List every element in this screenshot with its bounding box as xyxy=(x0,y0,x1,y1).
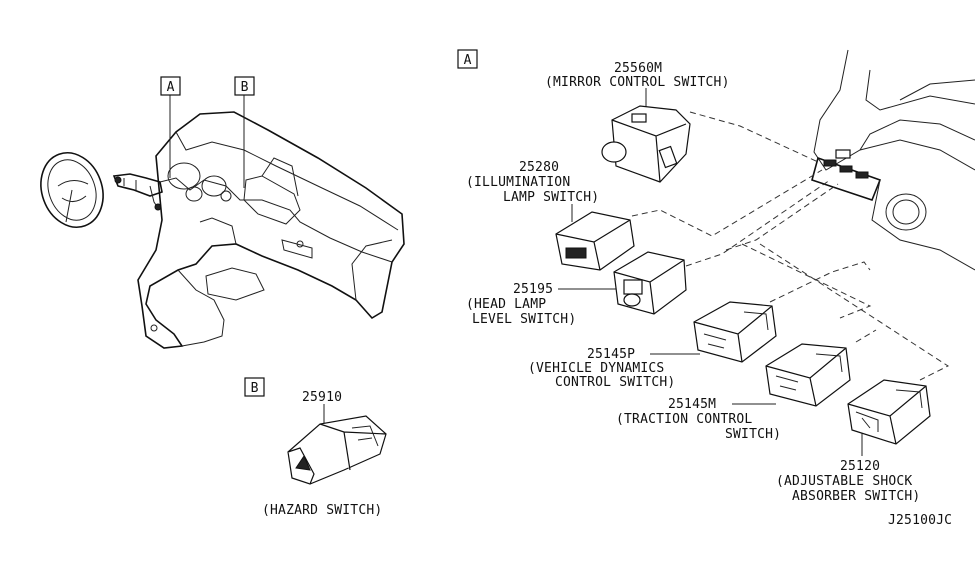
combination-switch-drawing xyxy=(112,173,163,211)
leader-dashed-lines xyxy=(631,111,950,381)
ref-box-a-top-label: A xyxy=(167,80,175,95)
traction-description-line1: (TRACTION CONTROL xyxy=(616,412,752,427)
mirror-description: (MIRROR CONTROL SWITCH) xyxy=(545,75,730,90)
dashboard-corner-drawing xyxy=(811,49,975,271)
headlamp-description-line2: LEVEL SWITCH) xyxy=(472,312,576,327)
ref-box-a-top xyxy=(160,76,181,96)
headlamp-description-line1: (HEAD LAMP xyxy=(466,297,546,312)
ref-box-b-section xyxy=(244,377,265,397)
illumination-description-line1: (ILLUMINATION xyxy=(466,175,570,190)
vehicle-dynamics-control-switch-drawing xyxy=(693,301,777,363)
instrument-panel-drawing xyxy=(137,94,405,349)
adjustable-shock-absorber-switch-drawing xyxy=(847,379,931,445)
diagram-code: J25100JC xyxy=(888,513,952,528)
illumination-description-line2: LAMP SWITCH) xyxy=(503,190,599,205)
section-b-hazard: B 25910 (HAZARD SWITCH) xyxy=(244,377,387,518)
section-a-console-switches: A 25560M (MIRR xyxy=(457,49,975,528)
illumination-part-number: 25280 xyxy=(519,160,559,175)
vdc-part-number: 25145P xyxy=(587,347,635,362)
ref-box-b-top-label: B xyxy=(241,80,249,95)
ref-box-b-top xyxy=(234,76,255,96)
ref-box-a-section xyxy=(457,49,478,69)
traction-description-line2: SWITCH) xyxy=(725,427,781,442)
hazard-switch-drawing xyxy=(287,415,387,485)
hazard-description: (HAZARD SWITCH) xyxy=(262,503,382,518)
ref-box-a-section-label: A xyxy=(464,53,472,68)
ref-box-b-section-label: B xyxy=(251,381,259,396)
mirror-part-number: 25560M xyxy=(614,61,662,76)
mirror-control-switch-drawing xyxy=(601,105,691,183)
shock-description-line2: ABSORBER SWITCH) xyxy=(792,489,920,504)
head-lamp-level-switch-drawing xyxy=(613,251,687,315)
shock-description-line1: (ADJUSTABLE SHOCK xyxy=(776,474,912,489)
hazard-part-number: 25910 xyxy=(302,390,342,405)
traction-part-number: 25145M xyxy=(668,397,716,412)
illumination-lamp-switch-drawing xyxy=(555,211,635,271)
steering-wheel-drawing xyxy=(40,152,104,228)
dashboard-overview-illustration: A B xyxy=(40,76,405,349)
shock-part-number: 25120 xyxy=(840,459,880,474)
vdc-description-line1: (VEHICLE DYNAMICS xyxy=(528,361,664,376)
traction-control-switch-drawing xyxy=(765,343,851,407)
headlamp-part-number: 25195 xyxy=(513,282,553,297)
vdc-description-line2: CONTROL SWITCH) xyxy=(555,375,675,390)
